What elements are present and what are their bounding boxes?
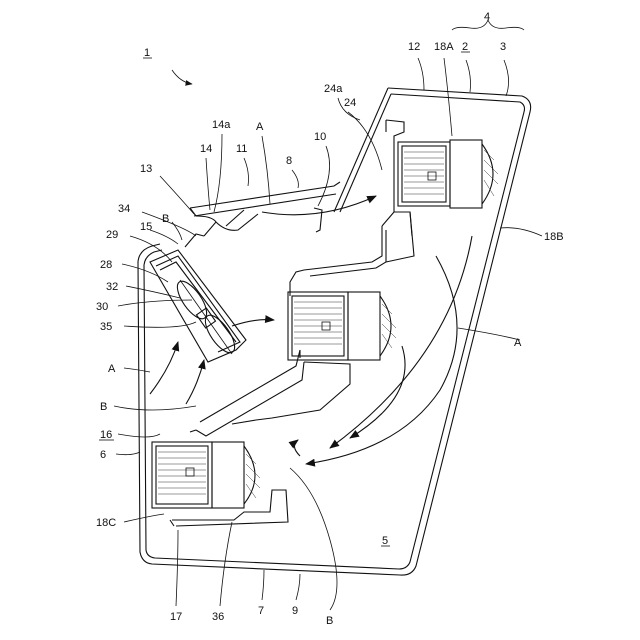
label-10: 10 [314, 131, 326, 143]
label-34: 34 [118, 203, 130, 215]
label-2: 2 [462, 41, 468, 53]
label-15: 15 [140, 221, 152, 233]
label-14: 14 [200, 143, 212, 155]
label-12: 12 [408, 41, 420, 53]
label-B-bottom: B [326, 615, 333, 627]
airflow-arrows [150, 196, 472, 464]
leader-lines [114, 20, 542, 610]
label-13: 13 [140, 163, 152, 175]
label-17: 17 [170, 611, 182, 623]
label-5: 5 [382, 535, 388, 547]
cooling-unit-18C [152, 442, 260, 508]
label-18C: 18C [96, 517, 116, 529]
label-28: 28 [100, 259, 112, 271]
label-24a: 24a [324, 83, 343, 95]
label-9: 9 [292, 605, 298, 617]
label-A-top: A [256, 121, 264, 133]
label-3: 3 [500, 41, 506, 53]
label-6: 6 [100, 449, 106, 461]
label-30: 30 [96, 301, 108, 313]
label-35: 35 [100, 321, 112, 333]
label-B-top: B [162, 213, 169, 225]
label-11: 11 [236, 143, 247, 155]
label-B-left: B [100, 401, 107, 413]
label-7: 7 [258, 605, 264, 617]
label-A-right: A [514, 337, 522, 349]
label-8: 8 [286, 155, 292, 167]
label-32: 32 [106, 281, 118, 293]
label-29: 29 [106, 229, 118, 241]
label-16: 16 [100, 429, 112, 441]
partition-24 [290, 120, 414, 296]
label-24: 24 [344, 97, 356, 109]
label-18B: 18B [544, 231, 564, 243]
label-36: 36 [212, 611, 224, 623]
label-18A: 18A [434, 41, 454, 53]
cooling-unit-18A [398, 140, 498, 208]
label-A-left: A [108, 363, 116, 375]
label-14a: 14a [212, 119, 231, 131]
partition-16 [190, 350, 350, 436]
casing [138, 88, 531, 575]
reference-labels: 1 4 12 18A 2 3 24a 24 10 8 11 A 14a 14 1… [96, 11, 564, 627]
label-4: 4 [484, 11, 490, 23]
label-1: 1 [144, 47, 150, 59]
fan-housing [150, 250, 246, 362]
cooling-unit-18B [288, 292, 396, 360]
